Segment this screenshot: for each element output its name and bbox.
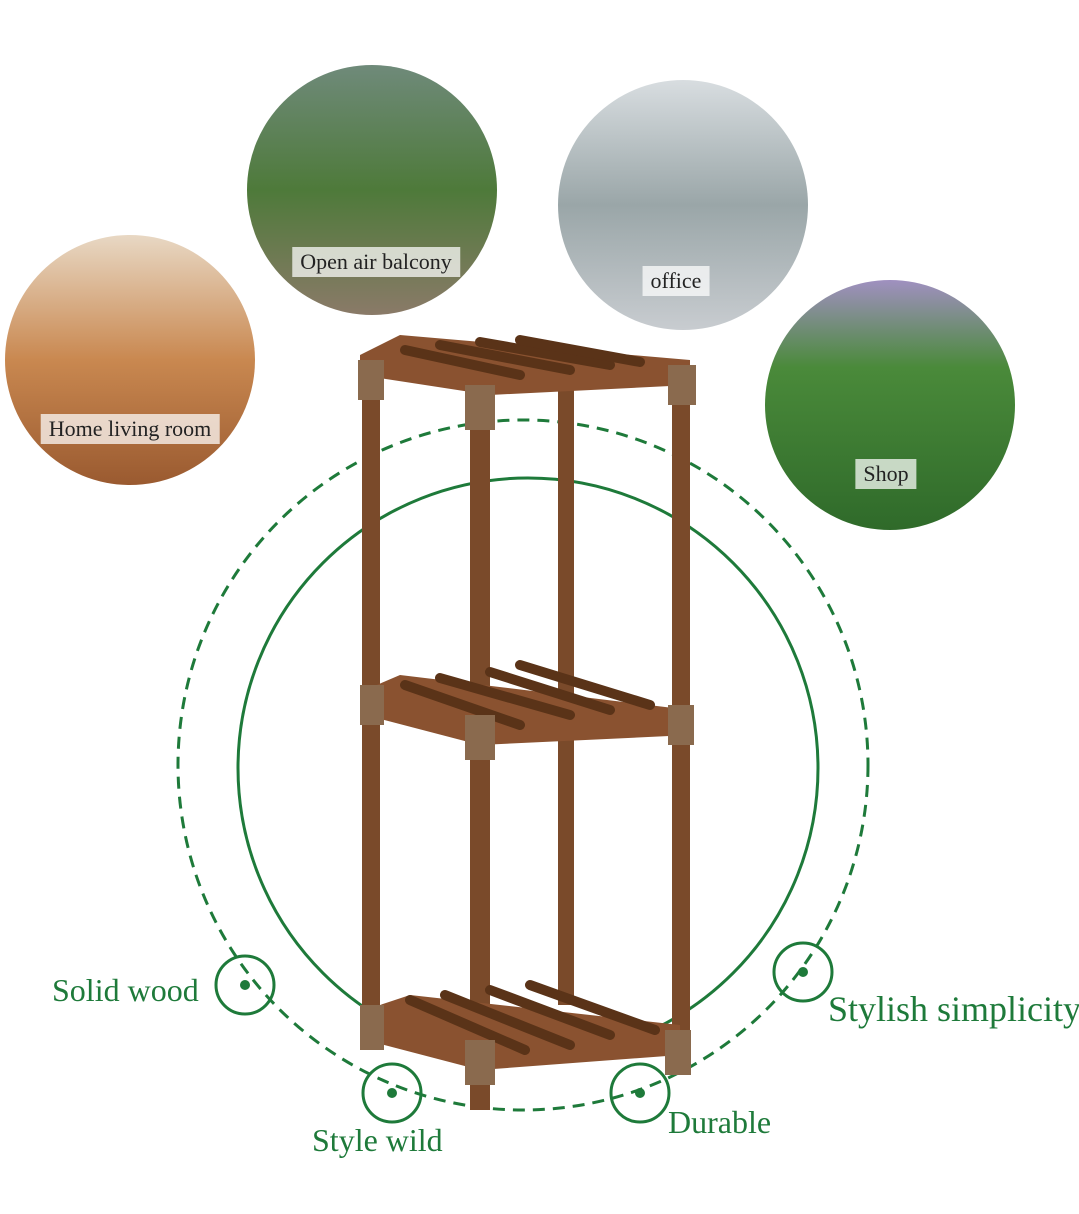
marker-style-wild: [361, 1062, 423, 1124]
marker-durable: [609, 1062, 671, 1124]
feature-label: Solid wood: [52, 972, 199, 1008]
scene-label: Shop: [855, 459, 917, 489]
feature-label: Durable: [668, 1104, 772, 1140]
marker-stylish-simplicity: [772, 941, 834, 1003]
feature-label: Stylish simplicity: [828, 989, 1079, 1029]
scene-label: office: [642, 266, 710, 296]
home-living-room-photo: [5, 235, 255, 485]
feature-markers: [214, 941, 834, 1124]
inner-circle: [236, 476, 820, 1060]
scene-label: Home living room: [40, 414, 220, 444]
plant-stand: [358, 335, 696, 1110]
feature-label: Style wild: [312, 1122, 443, 1158]
shop-photo: [765, 280, 1015, 530]
office-photo: [558, 80, 808, 330]
marker-solid-wood: [214, 954, 276, 1016]
outer-dashed-circle: [176, 418, 870, 1112]
balcony-photo: [247, 65, 497, 315]
scene-label: Open air balcony: [292, 247, 460, 277]
